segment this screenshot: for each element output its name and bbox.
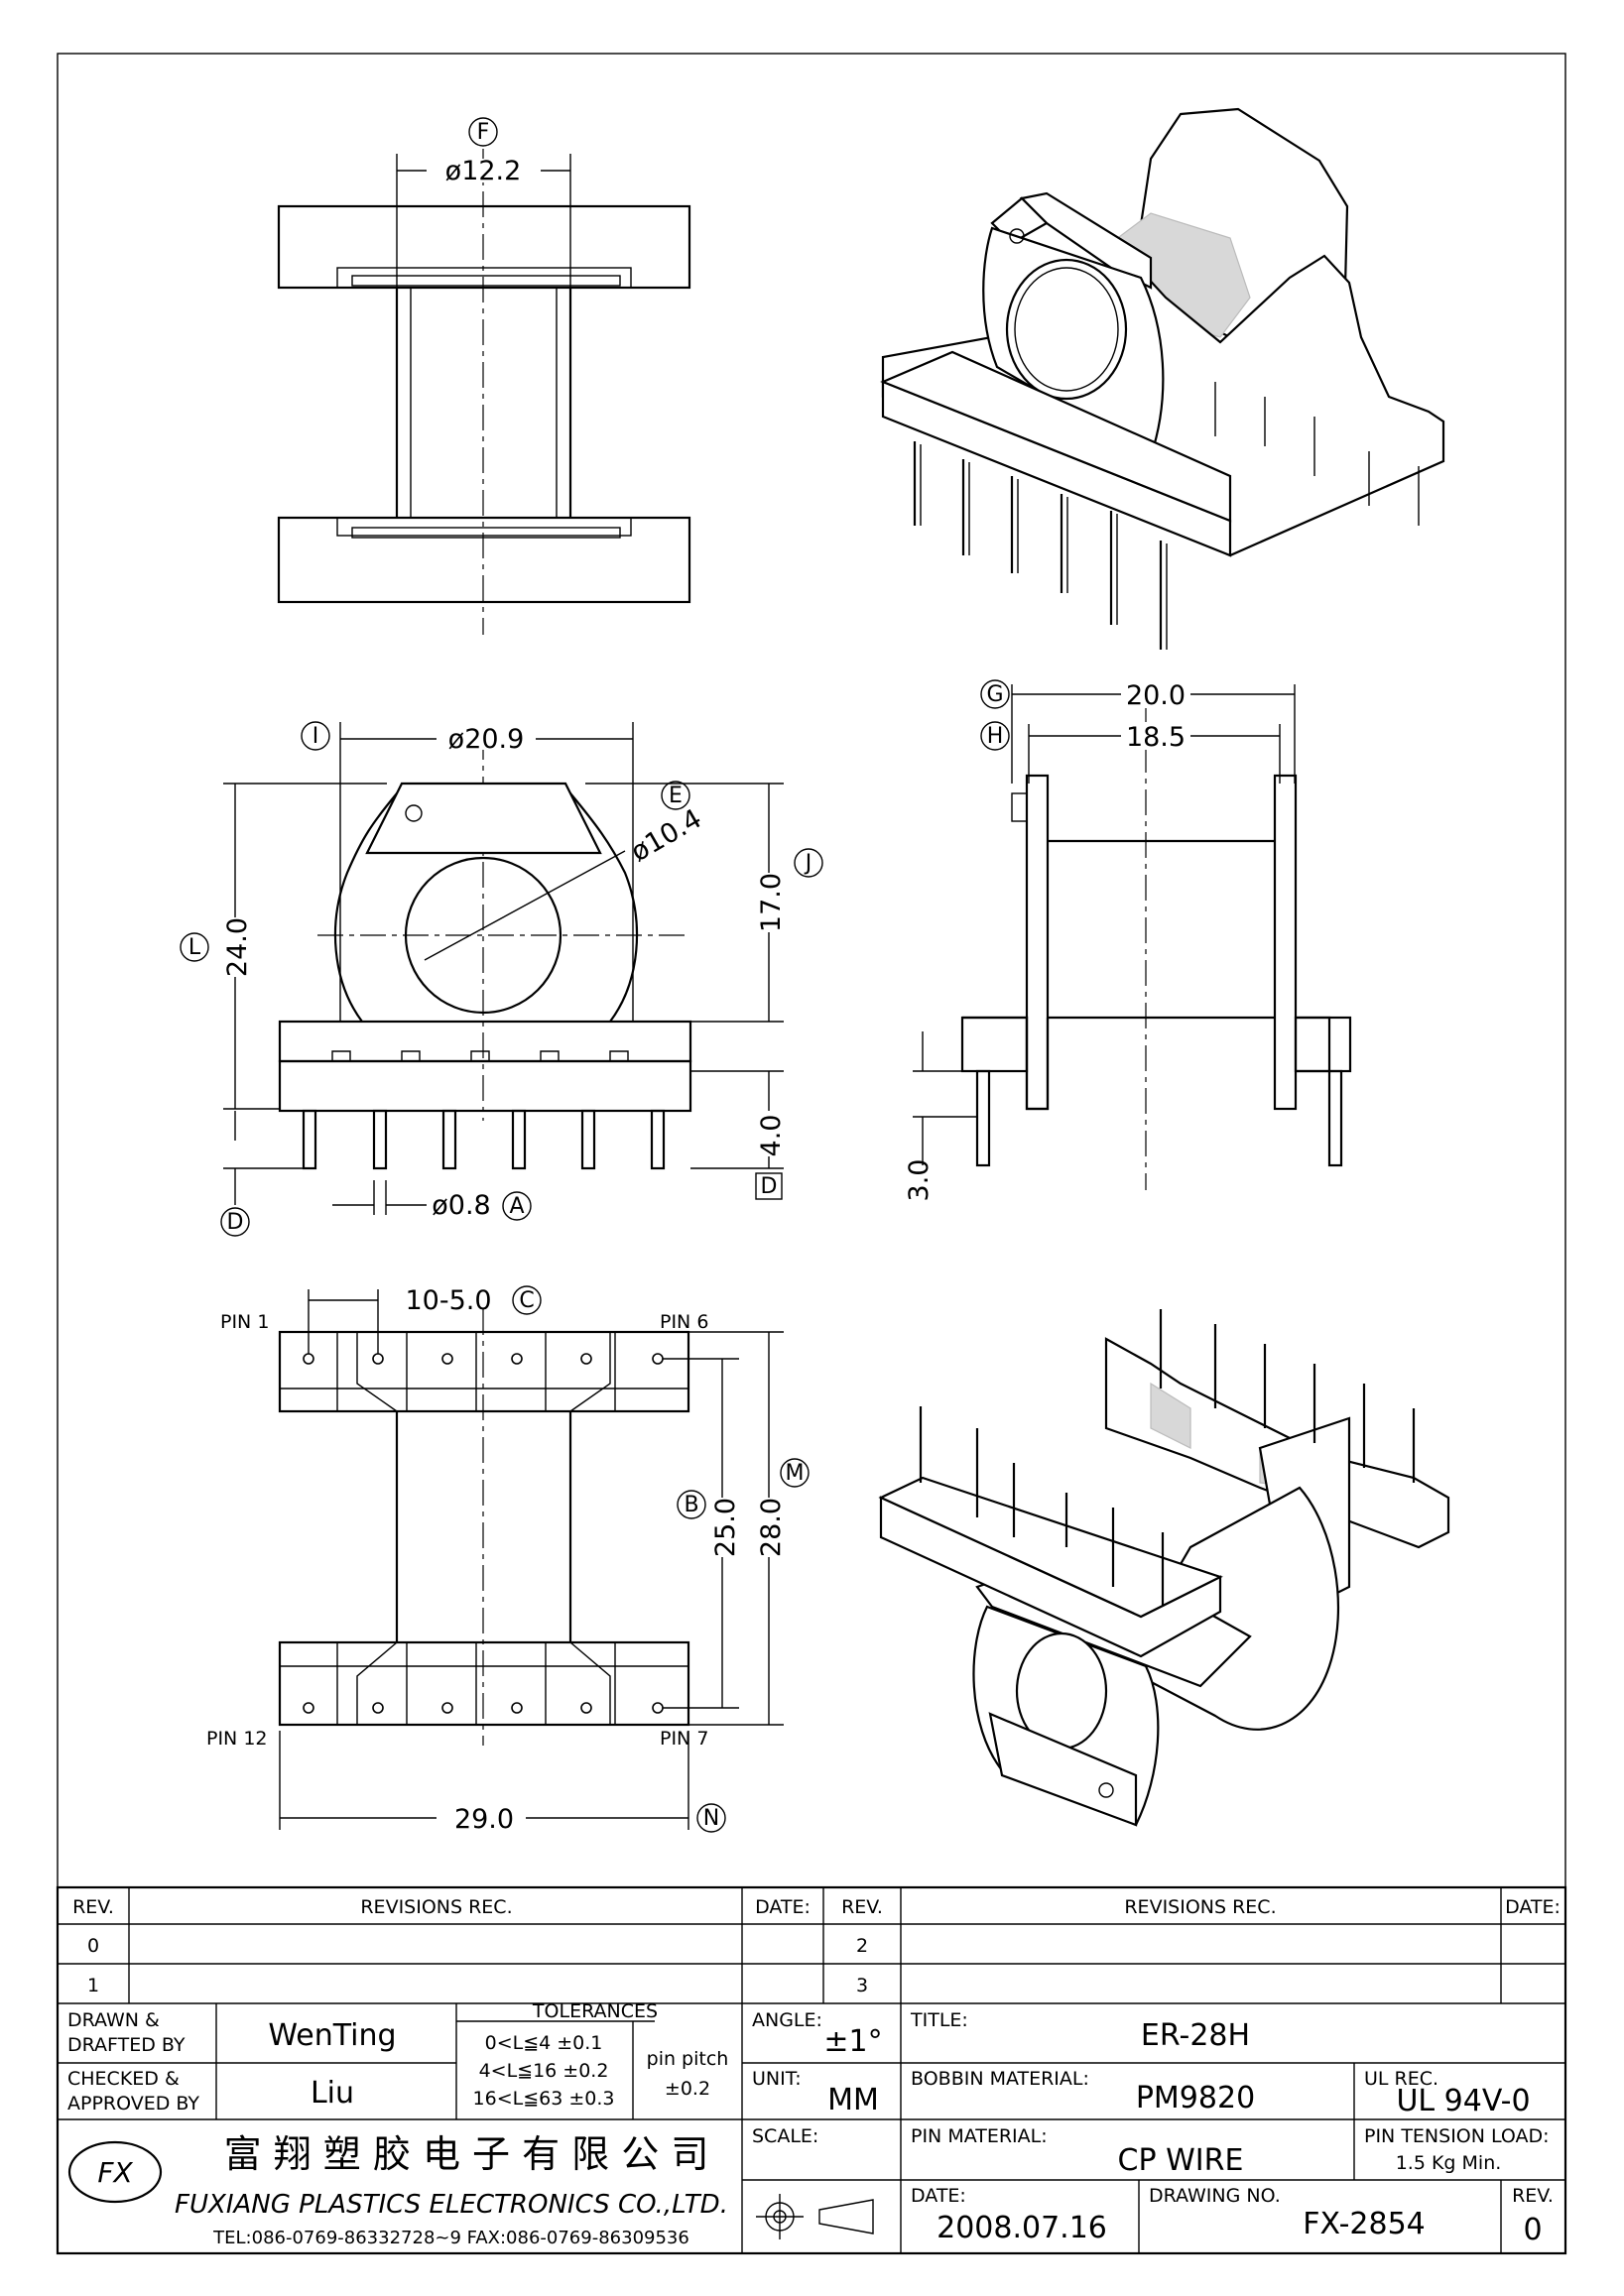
ref-m: M — [786, 1461, 805, 1486]
core-dia-dim: ø12.2 — [445, 156, 522, 186]
company-name-en: FUXIANG PLASTICS ELECTRONICS CO.,LTD. — [175, 2190, 728, 2220]
pin-dia-dim: ø0.8 — [432, 1190, 490, 1221]
ref-f: F — [477, 120, 490, 145]
rev-row-0: 0 — [87, 1935, 99, 1957]
ul-label: UL REC. — [1364, 2068, 1438, 2090]
tolerances-title: TOLERANCES — [532, 2000, 658, 2022]
date-value: 2008.07.16 — [937, 2211, 1107, 2245]
pin-offset-dim: 3.0 — [904, 1159, 935, 1202]
company-name-cn: 富 翔 塑 胶 电 子 有 限 公 司 — [224, 2132, 709, 2176]
tol-row-2: 4<L≦16 ±0.2 — [479, 2060, 609, 2082]
ref-n: N — [703, 1806, 719, 1831]
iso-view-bottom — [878, 1309, 1450, 1827]
date-label: DATE: — [911, 2185, 966, 2207]
pin-material-value: CP WIRE — [1118, 2143, 1244, 2178]
rev-value: 0 — [1523, 2213, 1542, 2247]
height-flange-dim: 17.0 — [756, 873, 787, 932]
pitch-dim: 10-5.0 — [405, 1285, 491, 1316]
ref-b: B — [684, 1493, 698, 1517]
pin-tension-value: 1.5 Kg Min. — [1396, 2152, 1502, 2174]
ref-a: A — [509, 1194, 524, 1219]
top-view: ø12.2 F — [277, 117, 691, 635]
bottom-view: PIN 1 PIN 6 PIN 12 PIN 7 10-5.0 C 25.0 B… — [206, 1285, 810, 1835]
width-outer-dim: 20.0 — [1126, 680, 1186, 711]
ref-c: C — [519, 1288, 534, 1313]
unit-value: MM — [827, 2083, 879, 2117]
ref-d-left: D — [227, 1210, 244, 1235]
scale-label: SCALE: — [752, 2125, 818, 2147]
front-view: ø20.9 I ø10.4 E 24.0 L 17.0 J 4.0 D D — [180, 721, 823, 1237]
rev-label: REV. — [1512, 2185, 1554, 2207]
rev-header-right: REV. — [841, 1896, 883, 1918]
bobbin-material-value: PM9820 — [1136, 2081, 1255, 2115]
ref-l: L — [188, 935, 201, 960]
hole-dia-dim: ø10.4 — [626, 803, 707, 868]
pin-material-label: PIN MATERIAL: — [911, 2125, 1048, 2147]
company-logo — [67, 2140, 163, 2204]
checked-label-2: APPROVED BY — [67, 2093, 199, 2115]
ref-i: I — [312, 724, 319, 749]
revisions-header-right: REVISIONS REC. — [1124, 1896, 1276, 1918]
angle-label: ANGLE: — [752, 2009, 822, 2031]
title-value: ER-28H — [1141, 2018, 1250, 2053]
flange-dia-dim: ø20.9 — [448, 724, 525, 755]
pin-pitch-label: pin pitch — [647, 2048, 729, 2070]
date-header-left: DATE: — [755, 1896, 811, 1918]
checked-by: Liu — [311, 2076, 354, 2111]
rev-row-3: 3 — [856, 1975, 868, 1996]
rev-row-2: 2 — [856, 1935, 868, 1957]
drawing-no-value: FX-2854 — [1303, 2207, 1426, 2241]
side-view: 20.0 G 18.5 H 3.0 — [904, 679, 1352, 1202]
bobbin-material-label: BOBBIN MATERIAL: — [911, 2068, 1089, 2090]
revisions-header-left: REVISIONS REC. — [360, 1896, 512, 1918]
total-length-dim: 28.0 — [756, 1498, 787, 1557]
checked-label-1: CHECKED & — [67, 2068, 180, 2090]
pin-tension-label: PIN TENSION LOAD: — [1364, 2125, 1550, 2147]
title-label: TITLE: — [910, 2009, 968, 2031]
unit-label: UNIT: — [752, 2068, 802, 2090]
company-contact: TEL:086-0769-86332728~9 FAX:086-0769-863… — [212, 2228, 689, 2248]
drawn-label-1: DRAWN & — [67, 2009, 160, 2031]
ul-value: UL 94V-0 — [1396, 2084, 1530, 2118]
pin-12-label: PIN 12 — [206, 1728, 268, 1750]
tol-row-1: 0<L≦4 ±0.1 — [485, 2032, 603, 2054]
projection-symbol-cone — [818, 2199, 874, 2235]
ref-j: J — [804, 851, 812, 876]
rev-row-1: 1 — [87, 1975, 99, 1996]
date-header-right: DATE: — [1505, 1896, 1561, 1918]
pin-7-label: PIN 7 — [660, 1728, 708, 1750]
title-block: REV. REVISIONS REC. DATE: REV. REVISIONS… — [56, 1885, 1567, 2255]
height-total-dim: 24.0 — [222, 917, 253, 977]
width-inner-dim: 18.5 — [1126, 722, 1186, 753]
ref-d-right: D — [761, 1174, 778, 1199]
drawing-no-label: DRAWING NO. — [1149, 2185, 1281, 2207]
pin-1-label: PIN 1 — [220, 1311, 269, 1333]
company-logo-text: FX — [97, 2156, 133, 2189]
ref-h: H — [987, 724, 1004, 749]
tol-row-3: 16<L≦63 ±0.3 — [473, 2088, 615, 2110]
angle-value: ±1° — [823, 2024, 882, 2059]
rev-header-left: REV. — [72, 1896, 114, 1918]
total-width-dim: 29.0 — [454, 1804, 514, 1835]
pin-pitch-tol: ±0.2 — [665, 2078, 710, 2100]
drawn-by: WenTing — [268, 2018, 396, 2053]
iso-view-top — [880, 107, 1445, 650]
row-spacing-dim: 25.0 — [710, 1498, 741, 1557]
ref-e: E — [669, 784, 683, 808]
ref-g: G — [986, 682, 1003, 707]
pin-6-label: PIN 6 — [660, 1311, 708, 1333]
pin-length-dim: 4.0 — [756, 1115, 787, 1157]
drawn-label-2: DRAFTED BY — [67, 2034, 186, 2056]
